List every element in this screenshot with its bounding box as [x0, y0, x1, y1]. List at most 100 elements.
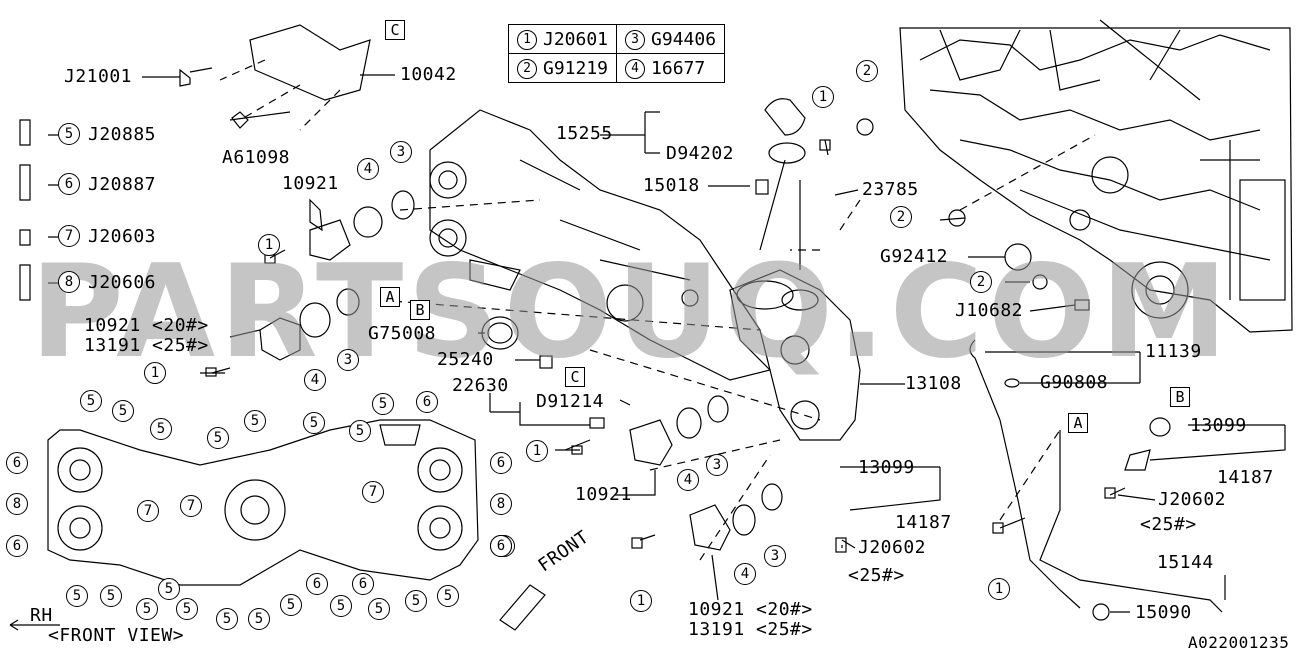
front-view-ref-5: 5 [372, 393, 394, 415]
front-view-ref-6: 6 [490, 452, 512, 474]
ref-1-a: 1 [258, 234, 280, 256]
label-10921-c[interactable]: 10921 [575, 484, 632, 505]
ref-2-b: 2 [890, 206, 912, 228]
legend-cell-2: 2 G91219 [507, 53, 618, 83]
front-view-ref-5: 5 [112, 400, 134, 422]
ref-4-c: 4 [677, 469, 699, 491]
label-10921-20-b[interactable]: 10921 <20#> [688, 599, 813, 620]
front-view-ref-5: 5 [330, 595, 352, 617]
label-13191-25-b[interactable]: 13191 <25#> [688, 619, 813, 640]
front-view-ref-6: 6 [352, 573, 374, 595]
bolts-scattered [205, 139, 1126, 553]
label-j20885[interactable]: J20885 [88, 124, 157, 145]
label-j20606[interactable]: J20606 [88, 272, 157, 293]
label-15018[interactable]: 15018 [643, 175, 700, 196]
legend-code-3: G94406 [651, 28, 717, 50]
legend-num-2: 2 [517, 58, 537, 79]
ref-3-a: 3 [390, 141, 412, 163]
label-14187-a[interactable]: 14187 [895, 512, 952, 533]
label-22630[interactable]: 22630 [452, 375, 509, 396]
ref-3-b: 3 [337, 349, 359, 371]
front-view-ref-5: 5 [280, 594, 302, 616]
front-view-outline [47, 419, 479, 586]
legend-cell-1: 1 J20601 [507, 24, 618, 54]
label-13191-25[interactable]: 13191 <25#> [84, 335, 209, 356]
label-d94202[interactable]: D94202 [666, 143, 735, 164]
label-15144[interactable]: 15144 [1157, 552, 1214, 573]
marker-b-left: B [410, 300, 430, 320]
label-15255[interactable]: 15255 [556, 123, 613, 144]
front-view-ref-5: 5 [216, 608, 238, 630]
label-13108[interactable]: 13108 [905, 373, 962, 394]
label-g75008[interactable]: G75008 [368, 323, 437, 344]
label-10921-20[interactable]: 10921 <20#> [84, 315, 209, 336]
ref-8: 8 [58, 271, 80, 293]
label-23785[interactable]: 23785 [862, 179, 919, 200]
label-10921-a[interactable]: 10921 [282, 173, 339, 194]
front-arrow [499, 584, 546, 631]
seals-and-plates [299, 98, 1171, 621]
ref-2-a: 2 [856, 60, 878, 82]
label-j21001[interactable]: J21001 [64, 66, 133, 87]
timing-cover-drawing [429, 109, 771, 381]
front-view-ref-5: 5 [437, 585, 459, 607]
leader-lines [48, 74, 1286, 613]
label-25-a[interactable]: <25#> [848, 565, 905, 586]
front-view-ref-5: 5 [405, 590, 427, 612]
marker-a-right: A [1068, 413, 1088, 433]
ref-5: 5 [58, 123, 80, 145]
label-13099-a[interactable]: 13099 [858, 457, 915, 478]
label-j20887[interactable]: J20887 [88, 174, 157, 195]
label-10042[interactable]: 10042 [400, 64, 457, 85]
front-view-ref-8: 8 [6, 493, 28, 515]
front-view-ref-5: 5 [100, 585, 122, 607]
front-view-ref-5: 5 [248, 608, 270, 630]
front-view-ref-6: 6 [306, 573, 328, 595]
legend-code-1: J20601 [543, 28, 609, 50]
label-j20603[interactable]: J20603 [88, 226, 157, 247]
front-view-ref-8: 8 [490, 493, 512, 515]
legend-code-4: 16677 [651, 57, 706, 79]
label-13099-b[interactable]: 13099 [1190, 415, 1247, 436]
water-pump-housing-drawing [729, 159, 861, 441]
watermark: PARTSOUQ.COM [30, 238, 1232, 387]
ref-6: 6 [58, 173, 80, 195]
label-d91214[interactable]: D91214 [536, 391, 605, 412]
guide-lines [219, 59, 1096, 561]
front-view-ref-5: 5 [176, 598, 198, 620]
label-25-b[interactable]: <25#> [1140, 514, 1197, 535]
ref-3-d: 3 [764, 545, 786, 567]
label-j20602-b[interactable]: J20602 [1158, 489, 1227, 510]
ref-3-c: 3 [706, 454, 728, 476]
front-view-ref-5: 5 [66, 585, 88, 607]
label-front-view: <FRONT VIEW> [48, 625, 185, 646]
front-view-ref-6: 6 [416, 391, 438, 413]
ref-1-f: 1 [988, 578, 1010, 600]
label-g92412[interactable]: G92412 [880, 246, 949, 267]
front-view-ref-5: 5 [244, 410, 266, 432]
label-11139[interactable]: 11139 [1145, 341, 1202, 362]
front-view-ref-7: 7 [362, 481, 384, 503]
legend-num-1: 1 [517, 29, 537, 50]
label-25240[interactable]: 25240 [437, 349, 494, 370]
camshaft-covers [259, 198, 731, 551]
marker-a-left: A [380, 287, 400, 307]
front-view-ref-6: 6 [6, 452, 28, 474]
ref-4-d: 4 [734, 563, 756, 585]
label-15090[interactable]: 15090 [1135, 602, 1192, 623]
label-j10682[interactable]: J10682 [955, 300, 1024, 321]
label-14187-b[interactable]: 14187 [1217, 467, 1274, 488]
engine-block-drawing [899, 19, 1293, 333]
ref-1-d: 1 [812, 86, 834, 108]
front-view-ref-5: 5 [158, 578, 180, 600]
label-j20602-a[interactable]: J20602 [858, 537, 927, 558]
legend-code-2: G91219 [543, 57, 609, 79]
front-view-ref-5: 5 [136, 598, 158, 620]
marker-c-top: C [385, 20, 405, 40]
label-g90808[interactable]: G90808 [1040, 372, 1109, 393]
label-a61098[interactable]: A61098 [222, 147, 291, 168]
front-view-ref-5: 5 [80, 390, 102, 412]
ref-1-b: 1 [144, 362, 166, 384]
